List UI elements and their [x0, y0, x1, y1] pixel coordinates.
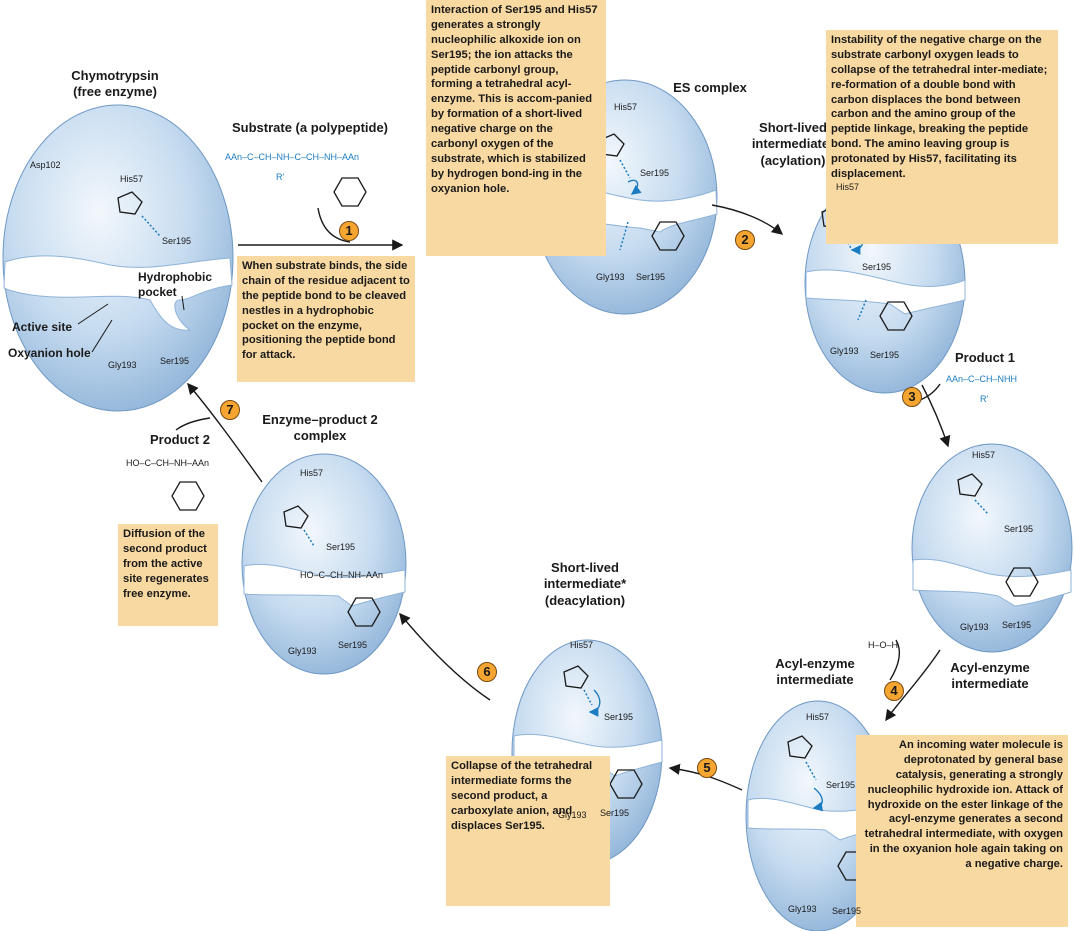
caption-step7: Diffusion of the second product from the…	[118, 524, 218, 626]
ser195-label-3b: Ser195	[870, 350, 900, 360]
product1-title: Product 1	[955, 350, 1015, 365]
product2-bound-formula: HO–C–CH–NH–AAn	[300, 570, 384, 580]
gly193-label-5: Gly193	[788, 904, 817, 914]
active-site-label: Active site	[12, 320, 73, 334]
es-complex-title: ES complex	[673, 80, 747, 95]
gly193-label-2: Gly193	[596, 272, 625, 282]
substrate-formula: AAn–C–CH–NH–C–CH–NH–AAn	[225, 152, 360, 162]
caption-step5: Collapse of the tetrahedral intermediate…	[446, 756, 610, 906]
gly193-label-3: Gly193	[830, 346, 859, 356]
ser195-label-5: Ser195	[826, 780, 856, 790]
his57-label-7: His57	[300, 468, 324, 478]
his57-label-6: His57	[570, 640, 594, 650]
caption-step4: An incoming water molecule is deprotonat…	[856, 735, 1068, 927]
his57-label-2: His57	[614, 102, 638, 112]
his57-label-3: His57	[836, 182, 860, 192]
asp102-label: Asp102	[30, 160, 61, 170]
his57-label-4: His57	[972, 450, 996, 460]
label-pointers	[77, 295, 185, 353]
ser195-label-7b: Ser195	[338, 640, 368, 650]
ser195-label-6b: Ser195	[600, 808, 630, 818]
enzyme-product2-title: Enzyme–product 2 complex	[262, 412, 378, 444]
ser195-label-4b: Ser195	[1002, 620, 1032, 630]
ser195-label-1: Ser195	[162, 236, 192, 246]
ser195-label-7: Ser195	[326, 542, 356, 552]
ser195-label-5b: Ser195	[832, 906, 862, 916]
enzyme-acyl-right	[911, 443, 1073, 653]
product2-formula: HO–C–CH–NH–AAn	[126, 458, 210, 468]
gly193-label-6: Gly193	[558, 810, 587, 820]
caption-step1: When substrate binds, the side chain of …	[237, 256, 415, 382]
enzyme-free	[2, 104, 234, 412]
product1-r-prime: R'	[980, 394, 989, 404]
acyl-enzyme-bottom-title: Acyl-enzyme intermediate	[775, 656, 855, 688]
free-enzyme-title: Chymotrypsin (free enzyme)	[71, 68, 159, 100]
ser195-label-6: Ser195	[604, 712, 634, 722]
product2-title: Product 2	[150, 432, 210, 447]
deacylation-title: Short-lived intermediate* (deacylation)	[543, 560, 627, 608]
ser195-label-1b: Ser195	[160, 356, 190, 366]
product1-formula: AAn–C–CH–NHH	[946, 374, 1018, 384]
water-formula: H–O–H	[868, 640, 899, 650]
substrate-title: Substrate (a polypeptide)	[231, 120, 389, 135]
step-2-badge: 2	[735, 230, 755, 250]
gly193-label-1: Gly193	[108, 360, 137, 370]
gly193-label-4: Gly193	[960, 622, 989, 632]
acylation-title: Short-lived intermediate* (acylation)	[751, 120, 835, 168]
step-1-badge: 1	[339, 221, 359, 241]
caption-step3: Instability of the negative charge on th…	[826, 30, 1058, 244]
oxyanion-hole-label: Oxyanion hole	[8, 346, 91, 360]
enzyme-product2-complex	[241, 453, 407, 675]
hydrophobic-pocket-label: Hydrophobic pocket	[138, 270, 212, 299]
his57-label-5: His57	[806, 712, 830, 722]
step-6-badge: 6	[477, 662, 497, 682]
step-4-badge: 4	[884, 681, 904, 701]
hbonds	[141, 159, 989, 781]
acyl-enzyme-right-title: Acyl-enzyme intermediate	[950, 660, 1030, 692]
step-5-badge: 5	[697, 758, 717, 778]
substrate-r-prime: R'	[276, 172, 285, 182]
ser195-label-3: Ser195	[862, 262, 892, 272]
his57-label-1: His57	[120, 174, 144, 184]
ser195-label-2: Ser195	[640, 168, 670, 178]
caption-step2: Interaction of Ser195 and His57 generate…	[426, 0, 606, 256]
ser195-label-2b: Ser195	[636, 272, 666, 282]
ser195-label-4: Ser195	[1004, 524, 1034, 534]
step-3-badge: 3	[902, 387, 922, 407]
gly193-label-7: Gly193	[288, 646, 317, 656]
step-7-badge: 7	[220, 400, 240, 420]
